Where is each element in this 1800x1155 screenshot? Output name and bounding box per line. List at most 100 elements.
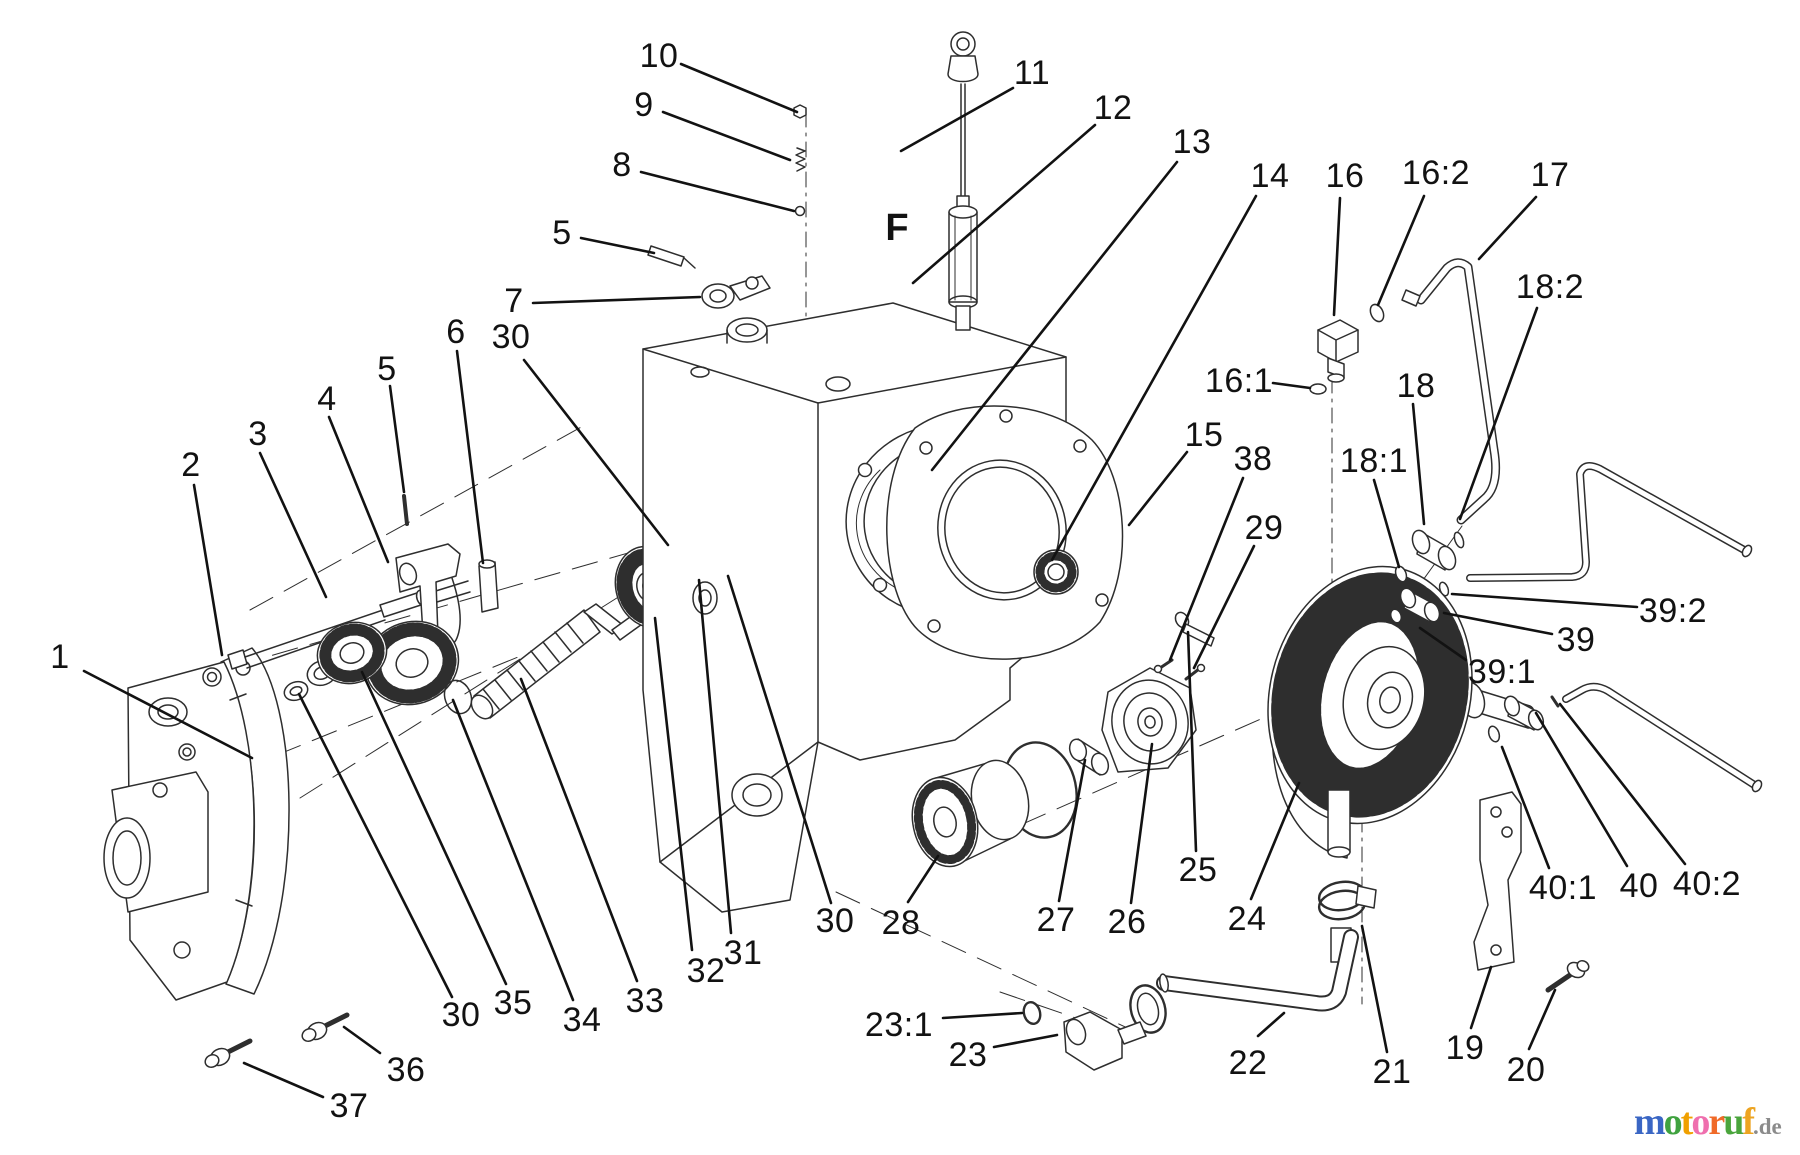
leader-line-1 [82,669,254,760]
callout-16:1: 16:1 [1204,362,1274,400]
callout-13: 13 [1172,123,1212,161]
leader-line-39:2 [1450,592,1639,609]
callout-5: 5 [552,214,572,252]
steel-line-upper [1466,461,1753,582]
leader-line-34 [451,698,575,1002]
callout-10: 10 [639,37,679,75]
leader-line-40:1 [1500,745,1551,870]
watermark-letter: m [1634,1101,1666,1143]
callout-22: 22 [1228,1044,1268,1082]
leader-line-4 [327,415,390,564]
upper-hose [1401,258,1501,525]
leader-line-39 [1442,611,1554,636]
callout-9: 9 [634,86,654,124]
plug-parts [793,104,807,217]
right-fittings [1309,303,1560,743]
gear-cluster [283,620,473,715]
callout-39:1: 39:1 [1467,653,1537,691]
callout-31: 31 [723,934,763,972]
elbow-fitting [1022,984,1167,1071]
leader-line-30 [726,574,833,905]
callout-39: 39 [1556,621,1596,659]
leader-line-18:2 [1458,306,1539,521]
callout-19: 19 [1445,1029,1485,1067]
watermark-word: motoruf [1634,1101,1755,1143]
callout-32: 32 [686,952,726,990]
leader-line-12 [911,123,1097,285]
leader-line-23 [992,1033,1059,1049]
callout-30: 30 [815,902,855,940]
steel-line-lower [1562,682,1763,793]
callout-18:2: 18:2 [1515,268,1585,306]
left-gearcase [103,647,290,1001]
leader-line-6 [455,349,485,565]
callout-39:2: 39:2 [1638,592,1708,630]
leader-line-23:1 [941,1011,1024,1020]
callout-40:1: 40:1 [1528,869,1598,907]
callout-3: 3 [248,415,268,453]
watermark-letter: r [1708,1101,1725,1143]
watermark-letter: f [1742,1101,1755,1143]
fitting-27 [1068,738,1110,776]
callout-24: 24 [1227,900,1267,938]
leader-line-13 [930,160,1179,472]
callout-18:1: 18:1 [1339,442,1409,480]
callout-27: 27 [1036,901,1076,939]
leader-line-38 [1168,476,1245,662]
oil-filter [911,759,1030,868]
leader-line-16 [1332,196,1342,317]
leader-line-37 [242,1061,325,1099]
callout-14: 14 [1250,157,1290,195]
leader-line-9 [661,110,792,162]
callout-21: 21 [1372,1053,1412,1091]
leader-line-35 [360,670,508,986]
callout-30: 30 [441,996,481,1034]
leader-line-5 [388,384,406,494]
leader-line-36 [342,1025,382,1055]
leader-line-31 [697,578,733,935]
callout-28: 28 [881,904,921,942]
leader-line-24 [1249,781,1301,901]
callout-30: 30 [491,318,531,356]
leader-line-16:2 [1376,194,1426,307]
leader-line-3 [258,451,328,599]
leader-line-40 [1534,711,1629,868]
callout-25: 25 [1178,851,1218,889]
leader-line-30 [297,692,454,999]
leader-line-26 [1129,742,1154,905]
leader-line-25 [1186,630,1198,853]
watermark-letter: o [1691,1101,1710,1143]
leader-line-14 [1050,194,1258,562]
leader-line-32 [653,616,694,952]
leader-line-33 [519,677,639,983]
support-bracket [1473,791,1522,971]
callout-33: 33 [625,982,665,1020]
watermark-letter: t [1680,1101,1694,1143]
callout-18: 18 [1396,367,1436,405]
callout-7: 7 [504,282,524,320]
leader-line-21 [1360,924,1389,1054]
fill-level-marker: F [885,207,909,249]
callout-23: 23 [948,1036,988,1074]
callout-8: 8 [612,146,632,184]
callout-38: 38 [1233,440,1273,478]
leader-line-7 [531,295,702,305]
leader-line-19 [1469,965,1493,1030]
leader-line-18:1 [1372,478,1401,569]
roll-pin-5 [402,494,409,526]
bolt-20 [1545,959,1590,993]
leader-line-11 [899,86,1015,153]
lower-hose [1156,929,1359,1012]
leader-line-2 [192,483,224,657]
leader-line-16:1 [1271,381,1312,390]
watermark-letter: u [1723,1101,1744,1143]
callout-26: 26 [1107,903,1147,941]
leader-line-20 [1527,988,1557,1051]
callout-23:1: 23:1 [864,1006,934,1044]
leader-line-40:2 [1558,702,1687,866]
callout-15: 15 [1184,416,1224,454]
leader-line-30 [522,358,670,547]
callout-6: 6 [446,313,466,351]
leader-line-28 [906,854,940,904]
selector-lever-7 [701,275,771,309]
